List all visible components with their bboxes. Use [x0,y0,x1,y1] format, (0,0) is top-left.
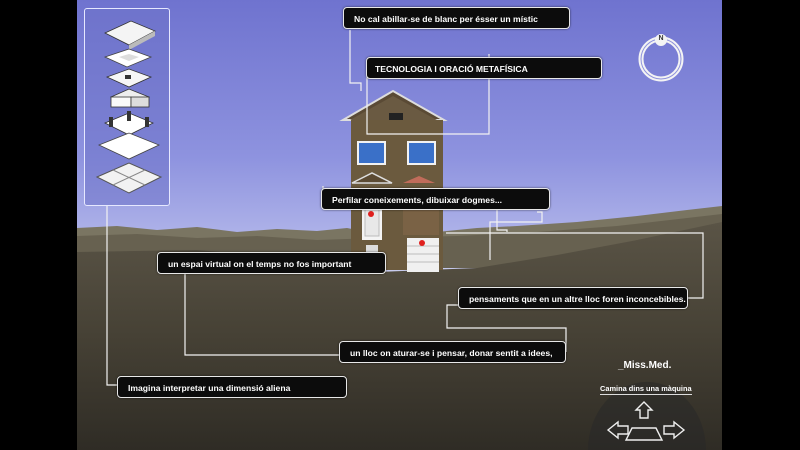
layer-stack-panel [84,8,170,206]
compass-icon[interactable]: N [634,32,688,86]
building-layer-floor-icon[interactable] [105,68,153,88]
house [339,89,448,272]
callout-virtual-space[interactable]: un espai virtual on el temps no fos impo… [157,252,386,274]
marker-dot [419,240,425,246]
compass-north-label: N [658,35,664,42]
marker-dot [368,211,374,217]
callout-place[interactable]: un lloc on aturar-se i pensar, donar sen… [339,341,566,363]
arrow-right-icon[interactable] [663,420,686,440]
nav-author: _Miss.Med. [618,360,672,371]
arrow-up-icon[interactable] [634,401,654,419]
connector-lines [106,30,704,386]
building-layer-walls-icon[interactable] [104,111,154,136]
nav-subtitle: Camina dins una màquina [600,384,692,395]
building-layer-base-icon[interactable] [97,132,161,160]
callout-technology[interactable]: TECNOLOGIA I ORACIÓ METAFÍSICA [366,57,602,79]
arrow-pad [606,401,686,441]
building-layer-roof-icon[interactable] [104,20,156,50]
building-layer-walls-icon[interactable] [109,88,151,108]
building-layer-floor-icon[interactable] [103,48,153,68]
callout-profile[interactable]: Perfilar coneixements, dibuixar dogmes..… [321,188,550,210]
navigation-control: _Miss.Med. Camina dins una màquina [588,348,706,450]
building-layer-base-icon[interactable] [95,162,163,194]
callout-imagine[interactable]: Imagina interpretar una dimensió aliena [117,376,347,398]
callout-thoughts[interactable]: pensaments que en un altre lloc foren in… [458,287,688,309]
callout-mystic[interactable]: No cal abillar-se de blanc per ésser un … [343,7,570,29]
arrow-down-icon[interactable] [624,427,664,441]
arrow-left-icon[interactable] [606,420,629,440]
